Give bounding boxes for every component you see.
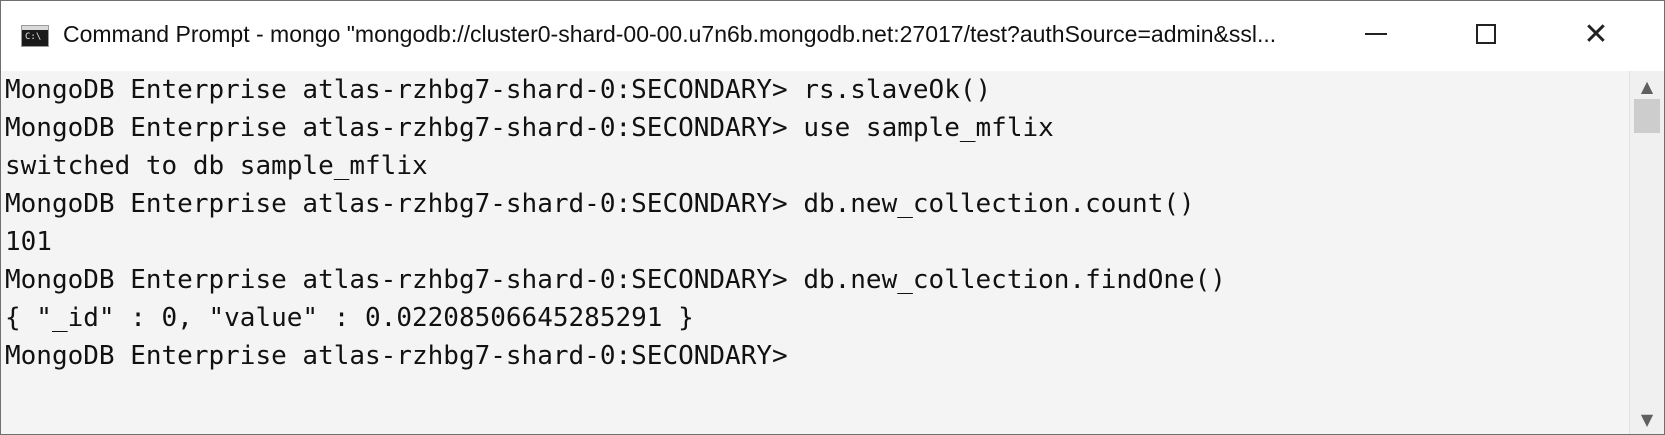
console-output[interactable]: MongoDB Enterprise atlas-rzhbg7-shard-0:… [1, 71, 1630, 434]
console-line: MongoDB Enterprise atlas-rzhbg7-shard-0:… [5, 113, 1054, 143]
vertical-scrollbar[interactable]: ▲ ▼ [1629, 71, 1664, 434]
console-line: MongoDB Enterprise atlas-rzhbg7-shard-0:… [5, 75, 992, 105]
close-icon: ✕ [1583, 16, 1609, 52]
close-button[interactable]: ✕ [1541, 1, 1651, 67]
window-title: Command Prompt - mongo "mongodb://cluste… [63, 21, 1277, 47]
title-bar[interactable]: C:\ Command Prompt - mongo "mongodb://cl… [1, 1, 1664, 71]
command-prompt-icon[interactable]: C:\ [21, 25, 49, 47]
command-prompt-icon-text: C:\ [25, 32, 42, 42]
console-line: { "_id" : 0, "value" : 0.022085066452852… [5, 303, 694, 333]
console-line: switched to db sample_mflix [5, 151, 428, 181]
maximize-icon [1476, 24, 1496, 44]
minimize-button[interactable] [1321, 1, 1431, 67]
minimize-icon [1365, 33, 1387, 35]
scroll-up-arrow-icon[interactable]: ▲ [1640, 76, 1654, 96]
console-line: MongoDB Enterprise atlas-rzhbg7-shard-0:… [5, 265, 1226, 295]
maximize-button[interactable] [1431, 1, 1541, 67]
console-line: MongoDB Enterprise atlas-rzhbg7-shard-0:… [5, 189, 1195, 219]
scrollbar-thumb[interactable] [1634, 99, 1660, 133]
console-prompt-line: MongoDB Enterprise atlas-rzhbg7-shard-0:… [5, 341, 788, 371]
console-line: 101 [5, 227, 52, 257]
scroll-down-arrow-icon[interactable]: ▼ [1640, 409, 1654, 429]
